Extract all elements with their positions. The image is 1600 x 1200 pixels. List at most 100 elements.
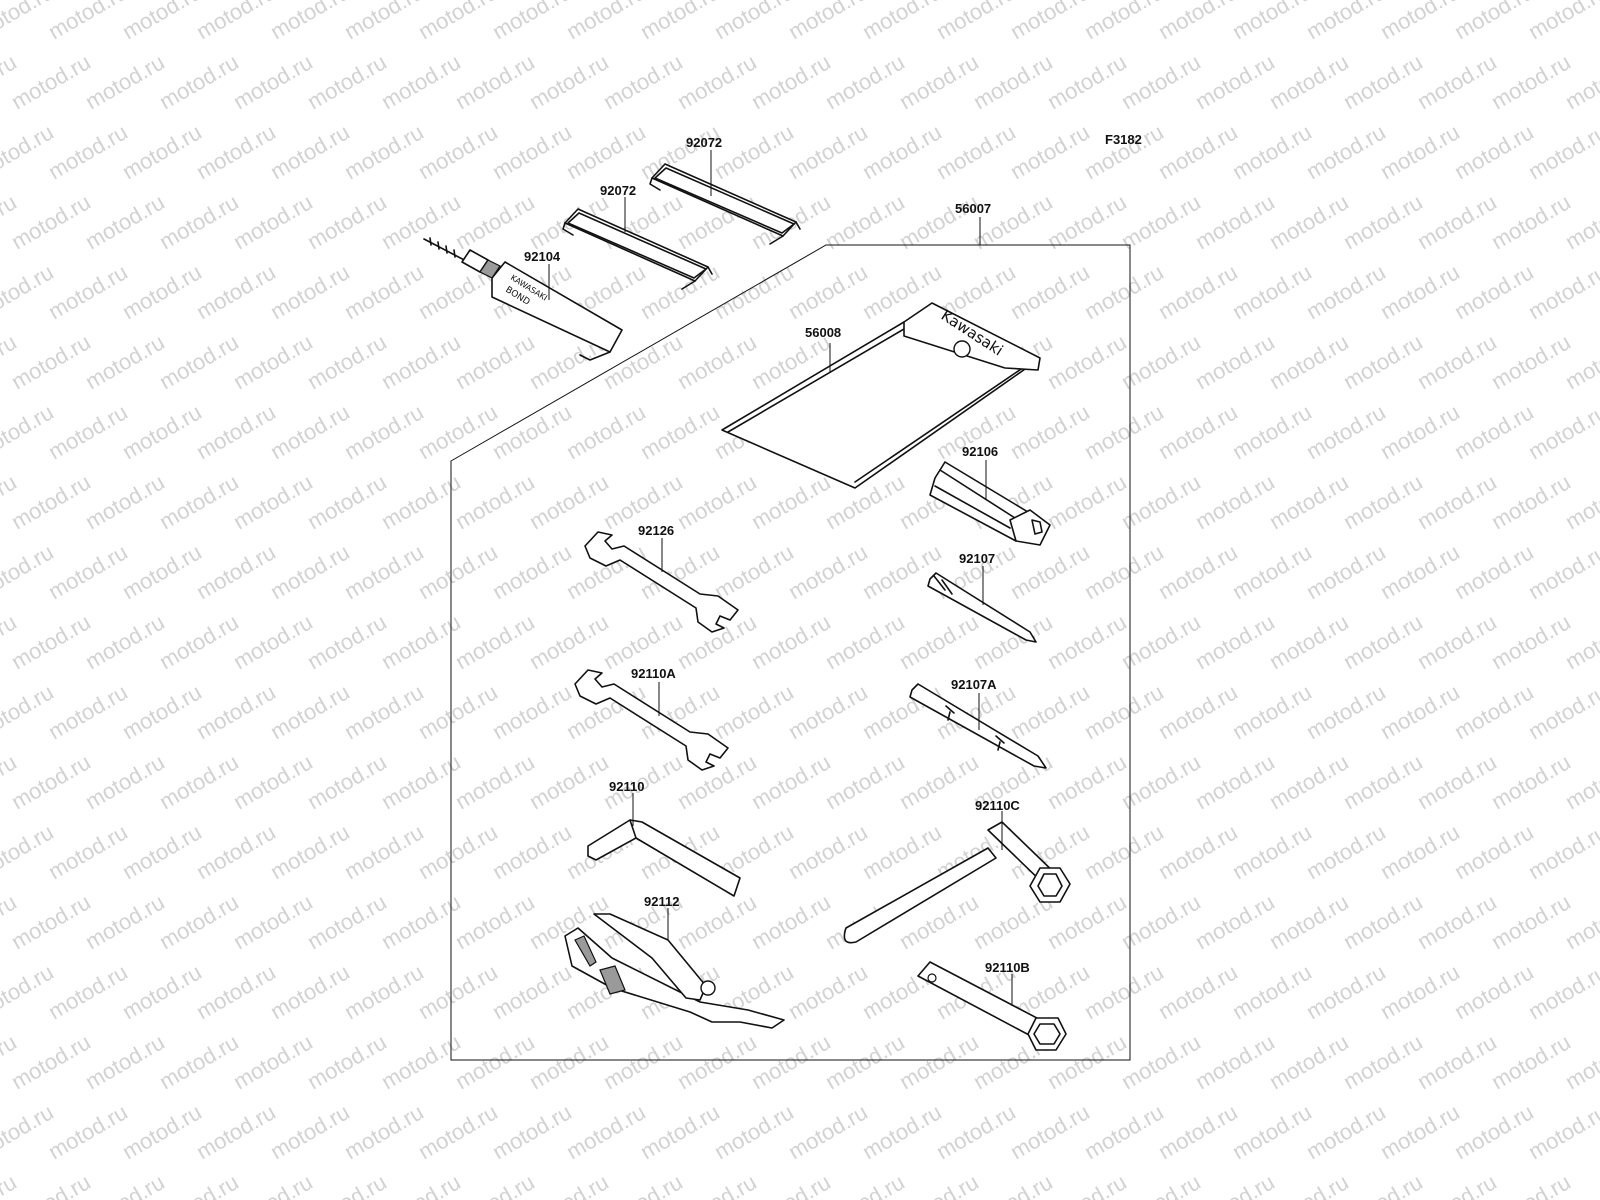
watermark-text: motod.ru [1302,679,1390,744]
watermark-text: motod.ru [303,189,391,254]
watermark-text: motod.ru [303,49,391,114]
watermark-text: motod.ru [1265,889,1353,954]
watermark-text: motod.ru [525,1029,613,1094]
watermark-text: motod.ru [673,49,761,114]
watermark-text: motod.ru [1524,119,1600,184]
watermark-text: motod.ru [0,1169,21,1200]
watermark-text: motod.ru [81,469,169,534]
watermark-text: motod.ru [710,679,798,744]
band-lower[interactable] [562,208,713,290]
watermark-text: motod.ru [1339,749,1427,814]
watermark-text: motod.ru [1376,399,1464,464]
watermark-text: motod.ru [1228,1099,1316,1164]
watermark-text: motod.ru [1450,399,1538,464]
watermark-text: motod.ru [1154,1099,1242,1164]
watermark-text: motod.ru [1191,609,1279,674]
watermark-text: motod.ru [1339,189,1427,254]
band-upper[interactable] [649,163,801,245]
box-wrench-c[interactable] [843,821,1071,944]
watermark-text: motod.ru [562,399,650,464]
watermark-text: motod.ru [599,1029,687,1094]
box-wrench-b[interactable] [917,961,1067,1051]
watermark-text: motod.ru [192,959,280,1024]
watermark-text: motod.ru [1487,329,1575,394]
watermark-text: motod.ru [377,49,465,114]
screwdriver-grip[interactable] [929,461,1051,546]
watermark-text: motod.ru [858,819,946,884]
watermark-text: motod.ru [673,329,761,394]
watermark-text: motod.ru [821,1029,909,1094]
watermark-text: motod.ru [81,329,169,394]
watermark-text: motod.ru [1450,119,1538,184]
watermark-text: motod.ru [488,959,576,1024]
watermark-text: motod.ru [710,1099,798,1164]
watermark-text: motod.ru [525,609,613,674]
watermark-text: motod.ru [1043,49,1131,114]
watermark-text: motod.ru [1376,539,1464,604]
watermark-text: motod.ru [7,1029,95,1094]
label-screwdriver-bit-a: 92107A [951,677,997,692]
watermark-text: motod.ru [451,749,539,814]
label-tool-bag: 56008 [805,325,841,340]
watermark-text: motod.ru [0,959,58,1024]
watermark-text: motod.ru [118,259,206,324]
watermark-text: motod.ru [1191,889,1279,954]
watermark-text: motod.ru [1413,749,1501,814]
watermark-text: motod.ru [118,399,206,464]
tool-bag[interactable]: Kawasaki [721,302,1041,489]
watermark-text: motod.ru [1265,329,1353,394]
watermark-text: motod.ru [451,329,539,394]
watermark-text: motod.ru [451,609,539,674]
watermark-text: motod.ru [747,1169,835,1200]
watermark-text: motod.ru [1302,959,1390,1024]
watermark-text: motod.ru [81,609,169,674]
watermark-text: motod.ru [858,679,946,744]
screwdriver-bit[interactable] [927,572,1037,643]
label-bond-tube: 92104 [524,249,561,264]
watermark-text: motod.ru [1265,1169,1353,1200]
watermark-text: motod.ru [414,819,502,884]
watermark-text: motod.ru [266,259,354,324]
watermark-text: motod.ru [44,1099,132,1164]
watermark-text: motod.ru [1043,469,1131,534]
watermark-text: motod.ru [340,959,428,1024]
watermark-text: motod.ru [451,1169,539,1200]
wrench-92126[interactable] [584,531,739,633]
watermark-text: motod.ru [303,469,391,534]
watermark-text: motod.ru [784,259,872,324]
label-pliers: 92112 [644,894,679,909]
watermark-text: motod.ru [784,959,872,1024]
watermark-text: motod.ru [118,119,206,184]
watermark-text: motod.ru [636,399,724,464]
label-band-upper: 92072 [686,135,722,150]
pliers[interactable] [564,913,785,1029]
watermark-text: motod.ru [1524,959,1600,1024]
watermark-text: motod.ru [1339,1169,1427,1200]
watermark-text: motod.ru [1265,1029,1353,1094]
watermark-text: motod.ru [1302,1099,1390,1164]
watermark-text: motod.ru [1228,399,1316,464]
watermark-text: motod.ru [414,119,502,184]
watermark-text: motod.ru [710,539,798,604]
watermark-text: motod.ru [155,49,243,114]
bond-tube[interactable]: KAWASAKI BOND [423,237,623,361]
watermark-text: motod.ru [895,49,983,114]
screwdriver-bit-a[interactable] [909,683,1047,769]
watermark-text: motod.ru [266,819,354,884]
watermark-text: motod.ru [229,1029,317,1094]
watermark-text: motod.ru [1413,889,1501,954]
watermark-text: motod.ru [118,819,206,884]
watermark-text: motod.ru [673,1029,761,1094]
watermark-text: motod.ru [1006,399,1094,464]
label-wrench-92110a: 92110A [631,666,676,681]
watermark-text: motod.ru [1006,119,1094,184]
watermark-text: motod.ru [1191,49,1279,114]
watermark-text: motod.ru [1080,1099,1168,1164]
wrench-92110a[interactable] [574,669,729,771]
watermark-text: motod.ru [525,749,613,814]
watermark-text: motod.ru [1524,0,1600,44]
watermark-text: motod.ru [1487,1029,1575,1094]
watermark-text: motod.ru [858,119,946,184]
hex-key[interactable] [587,819,741,897]
watermark-text: motod.ru [1450,259,1538,324]
